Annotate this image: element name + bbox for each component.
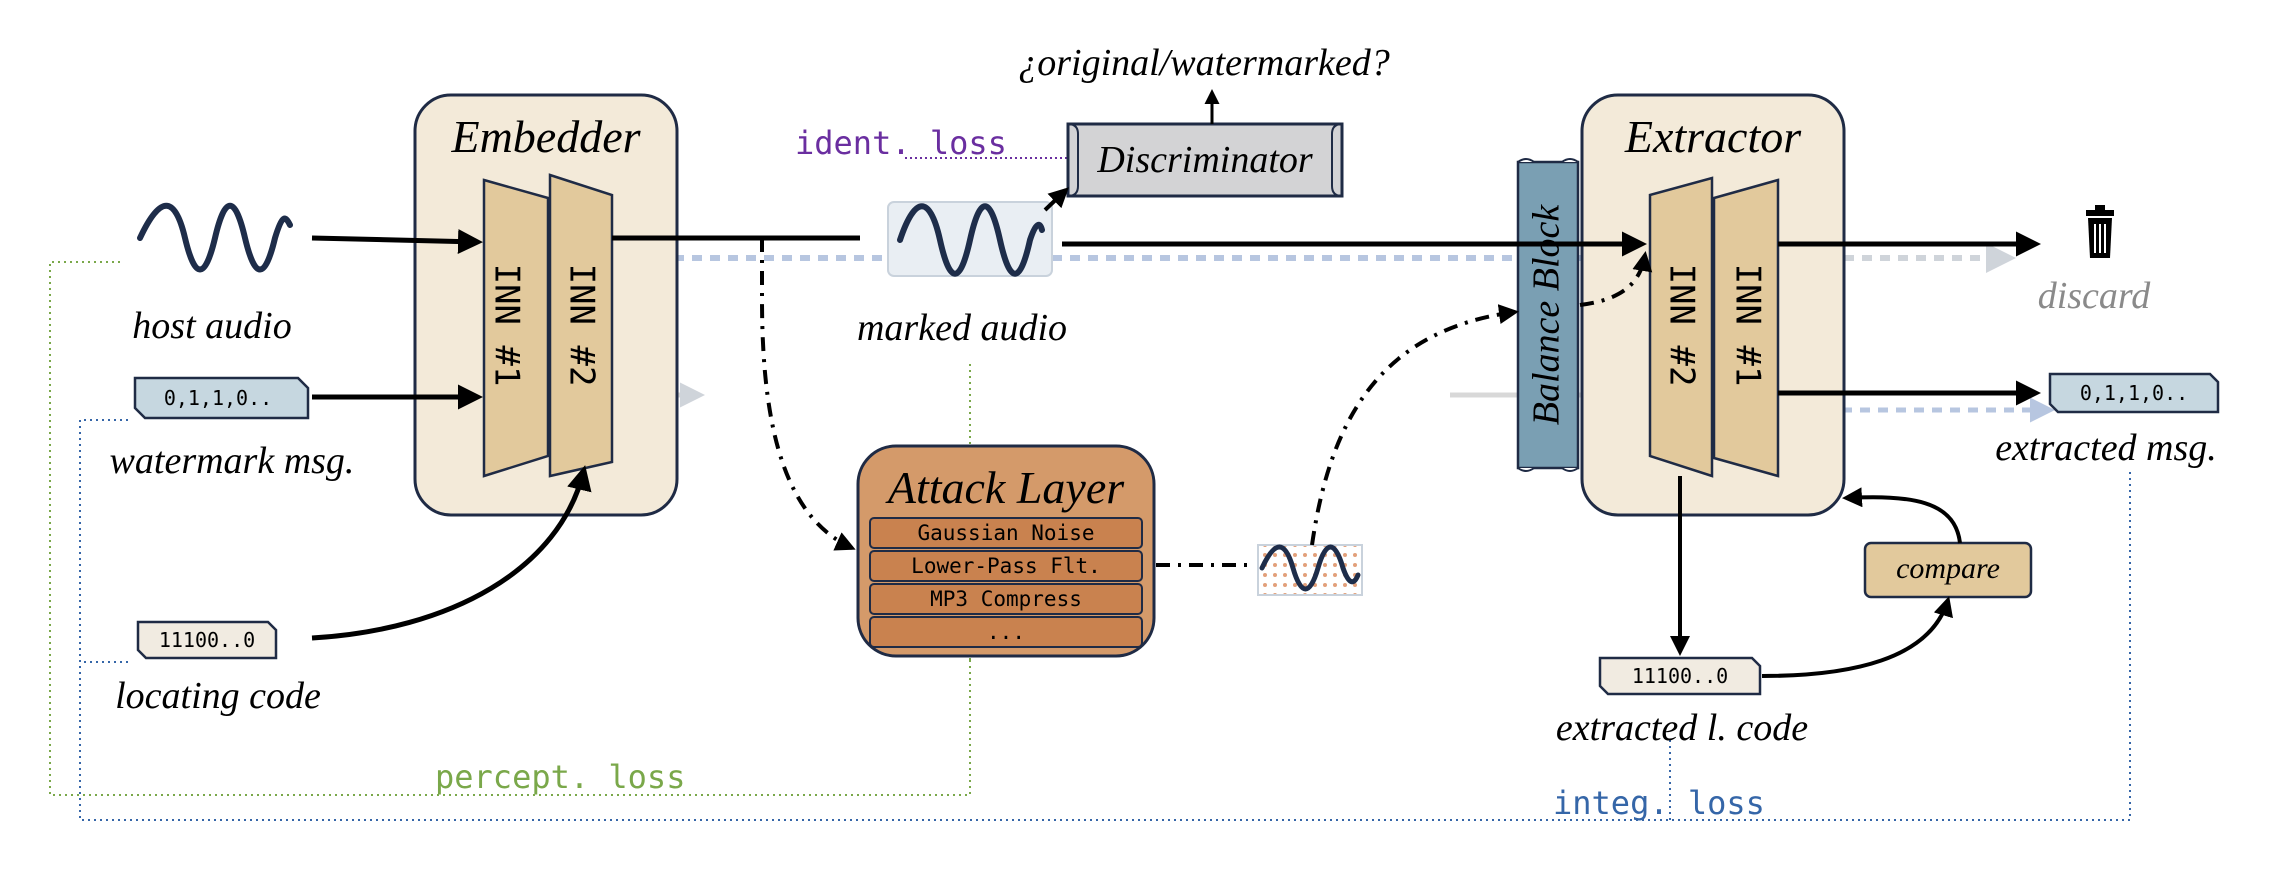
attack-item-label: MP3 Compress <box>930 587 1082 611</box>
locating-code-label: locating code <box>115 675 321 717</box>
locating-code-tag: 11100..0 <box>136 620 278 660</box>
attack-layer: Attack Layer Gaussian Noise Lower-Pass F… <box>856 444 1156 658</box>
watermark-msg-value: 0,1,1,0.. <box>164 386 272 410</box>
watermark-msg-label: watermark msg. <box>110 440 355 482</box>
integ-loss-label: integ. loss <box>1553 784 1765 822</box>
embedder-inn2 <box>548 173 614 478</box>
embedder-inn1 <box>482 178 550 478</box>
host-audio-label: host audio <box>132 305 291 347</box>
balance-block: Balance Block <box>1516 158 1580 472</box>
locating-code-value: 11100..0 <box>159 628 255 652</box>
integ-loss-line <box>79 419 2131 821</box>
discriminator-question: ¿original/watermarked? <box>1018 42 1390 84</box>
attack-item-label: ... <box>987 620 1025 644</box>
extractor-inn2 <box>1648 176 1714 478</box>
extractor-inn2-label: INN #2 <box>1662 264 1702 387</box>
attack-item-label: Lower-Pass Flt. <box>911 554 1101 578</box>
extractor-inn1 <box>1712 178 1780 478</box>
embedder-inn2-label: INN #2 <box>562 264 602 387</box>
discriminator-label: Discriminator <box>1096 139 1313 181</box>
extracted-msg-tag: 0,1,1,0.. <box>2048 372 2220 414</box>
attack-branch-arrow <box>760 238 856 551</box>
extracted-msg-value: 0,1,1,0.. <box>2080 381 2188 405</box>
extracted-code-tag: 11100..0 <box>1598 656 1762 696</box>
discriminator: Discriminator ¿original/watermarked? <box>1018 42 1390 198</box>
attack-item: MP3 Compress <box>869 583 1143 615</box>
extracted-code-value: 11100..0 <box>1632 664 1728 688</box>
attacked-audio-wave-icon <box>1257 544 1363 596</box>
embedder-module: Embedder INN #1 INN #2 <box>413 93 679 517</box>
compare-to-extractor-arrow <box>1842 487 1962 544</box>
watermark-msg-tag: 0,1,1,0.. <box>133 376 310 420</box>
balance-to-extractor-arrow <box>1579 251 1653 307</box>
ident-loss-label: ident. loss <box>795 124 1007 162</box>
embedder-inn1-label: INN #1 <box>487 264 527 387</box>
host-audio-wave-icon <box>137 202 293 273</box>
attacked-to-balance-arrow <box>1310 304 1519 546</box>
extracted-code-label: extracted l. code <box>1556 707 1808 749</box>
discard-label: discard <box>2038 275 2152 317</box>
attack-layer-title: Attack Layer <box>885 462 1125 513</box>
balance-block-label: Balance Block <box>1526 204 1568 426</box>
compare-box: compare <box>1863 541 2033 599</box>
attack-item: ... <box>869 616 1143 648</box>
marked-audio-label: marked audio <box>857 307 1067 349</box>
embedder-title: Embedder <box>450 111 641 162</box>
extractor-module: Extractor INN #2 INN #1 <box>1580 93 1846 517</box>
percept-loss-label: percept. loss <box>435 758 685 796</box>
attack-item-label: Gaussian Noise <box>917 521 1094 545</box>
trash-icon <box>2086 205 2114 258</box>
code-to-compare-arrow <box>1761 596 1953 678</box>
extractor-inn1-label: INN #1 <box>1728 264 1768 387</box>
embedder-input-arrows <box>311 229 592 641</box>
extracted-msg-label: extracted msg. <box>1995 427 2217 469</box>
attack-item: Gaussian Noise <box>869 517 1143 549</box>
to-discriminator-arrow <box>1043 187 1069 212</box>
compare-label: compare <box>1896 552 2000 585</box>
extractor-title: Extractor <box>1624 111 1802 162</box>
attack-item: Lower-Pass Flt. <box>869 550 1143 582</box>
marked-audio-wave-icon <box>887 201 1053 277</box>
